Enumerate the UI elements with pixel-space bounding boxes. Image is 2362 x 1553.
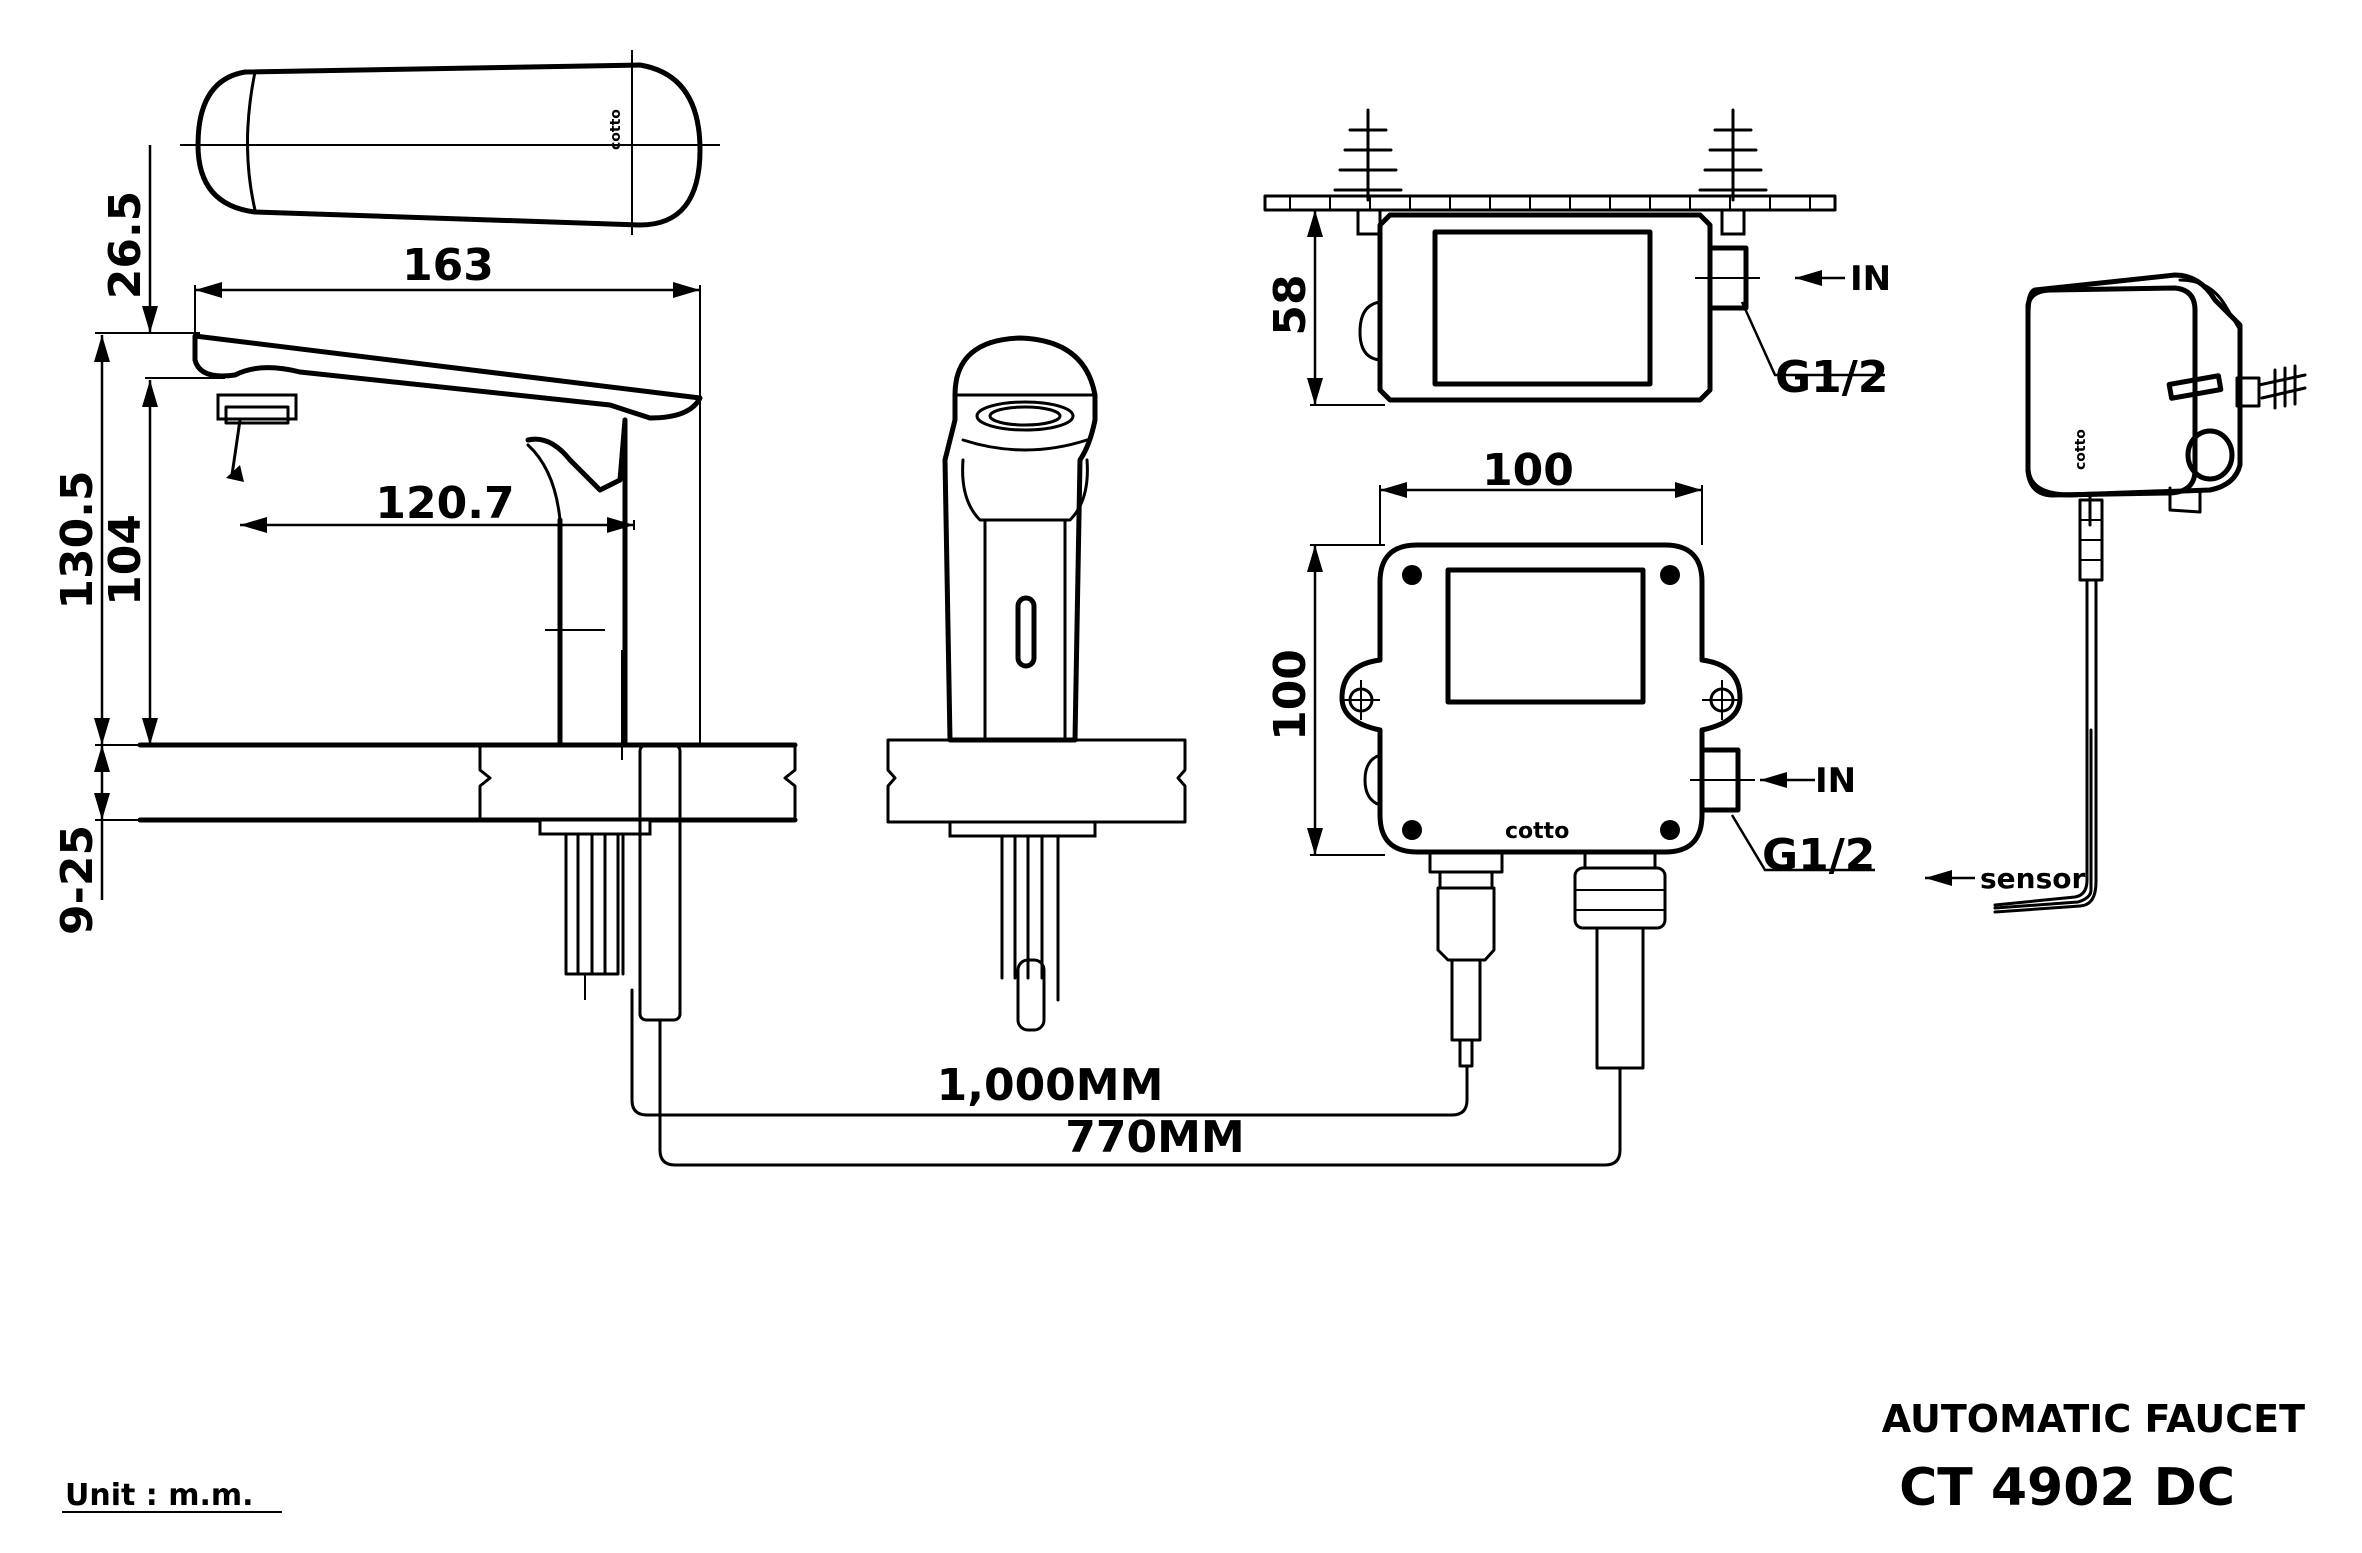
- control-box-front-view: [1307, 482, 1875, 1070]
- dim-spout-reach: 120.7: [375, 478, 514, 529]
- label-thread-bottom: G1/2: [1762, 830, 1875, 881]
- product-model: CT 4902 DC: [1899, 1458, 2235, 1518]
- dim-top-offset: 26.5: [100, 191, 151, 300]
- product-type: AUTOMATIC FAUCET: [1882, 1397, 2305, 1441]
- dim-spout-height: 104: [100, 514, 151, 606]
- dim-hose-short: 770MM: [1065, 1112, 1244, 1163]
- dim-width-total: 163: [402, 240, 494, 291]
- side-view-dimensions: [94, 145, 701, 900]
- control-box-side-view: [1263, 108, 1885, 406]
- label-inlet-top: IN: [1850, 259, 1891, 299]
- sensor-module: cotto: [1993, 272, 2307, 914]
- dim-box-width: 100: [1482, 445, 1574, 496]
- faucet-front-view: [886, 335, 1187, 1032]
- sensor-arrow: [1925, 870, 1975, 886]
- faucet-top-view: cotto: [180, 50, 720, 235]
- dim-overall-height: 130.5: [52, 470, 103, 609]
- label-sensor: sensor: [1980, 862, 2085, 895]
- svg-text:cotto: cotto: [608, 109, 624, 150]
- dim-box-height: 100: [1265, 649, 1316, 741]
- svg-text:cotto: cotto: [2073, 429, 2089, 470]
- label-brand: cotto: [1505, 819, 1569, 844]
- faucet-side-view: [137, 333, 798, 1022]
- dim-hose-long: 1,000MM: [937, 1060, 1164, 1111]
- dim-deck-thickness: 9-25: [52, 825, 103, 935]
- label-inlet-bottom: IN: [1815, 761, 1856, 801]
- unit-note: Unit : m.m.: [65, 1478, 254, 1513]
- label-thread-top: G1/2: [1775, 352, 1888, 403]
- hose-routing: [630, 988, 1622, 1167]
- dim-box-depth: 58: [1265, 274, 1316, 335]
